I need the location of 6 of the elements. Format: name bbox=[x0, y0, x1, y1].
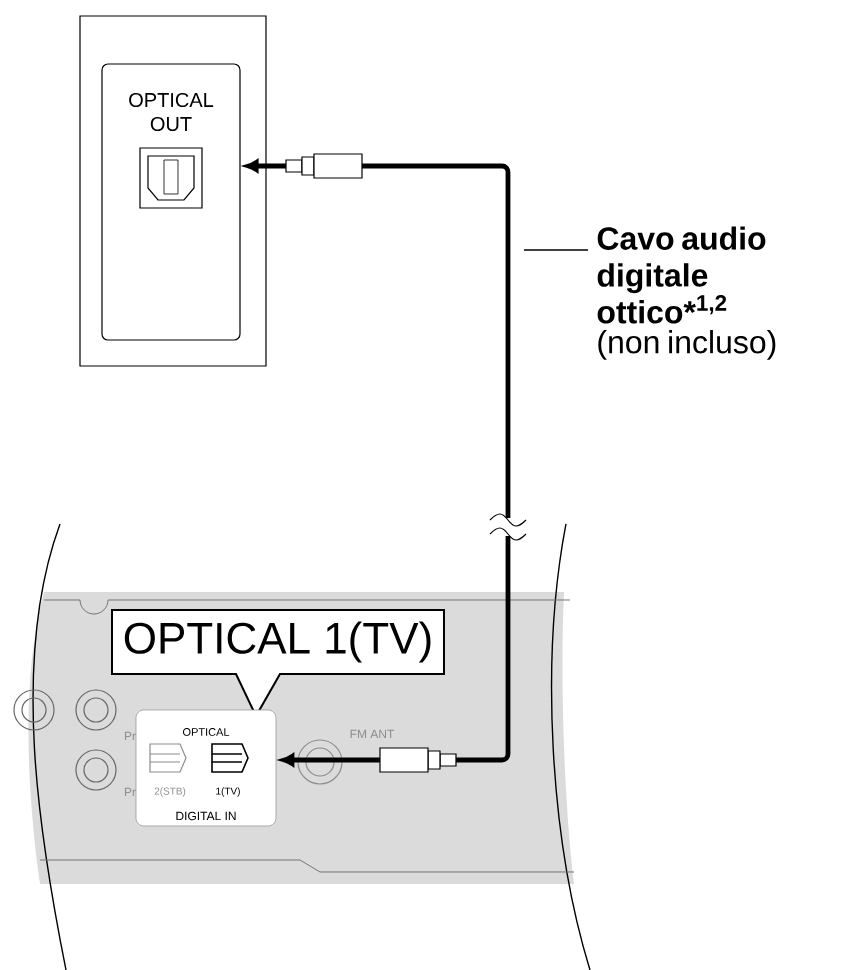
leader-line bbox=[523, 249, 589, 251]
panel-label: OPTICAL OUT bbox=[129, 92, 214, 132]
optical-cable bbox=[245, 159, 511, 767]
cable-label: Cavo audio digitale ottico*$^{1,2}$ (non incluso) bbox=[597, 226, 776, 360]
tv-panel bbox=[79, 15, 267, 367]
callout-box: OPTICAL 1(TV) bbox=[111, 609, 445, 719]
